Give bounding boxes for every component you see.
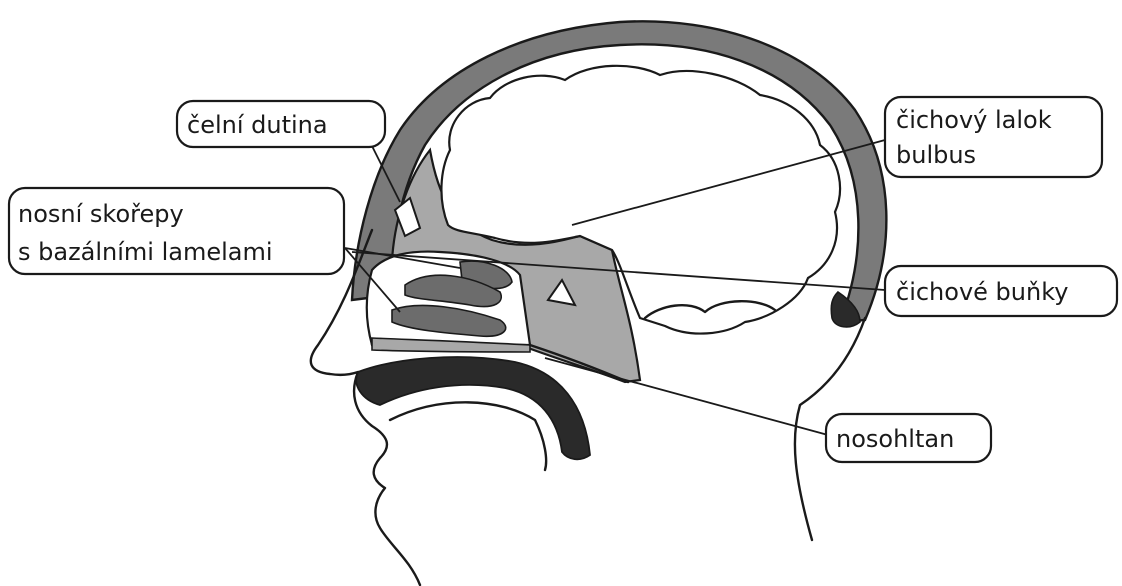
label-nasal-conchae-line1: nosní skořepy xyxy=(18,200,184,228)
label-olfactory-cells: čichové buňky xyxy=(885,266,1117,316)
leader-nasopharynx xyxy=(545,358,828,435)
label-nasopharynx: nosohltan xyxy=(826,414,991,462)
label-frontal-sinus-text: čelní dutina xyxy=(187,111,328,139)
label-olfactory-bulb-line1: čichový lalok xyxy=(896,106,1052,134)
label-olfactory-bulb-line2: bulbus xyxy=(896,141,976,169)
label-nasal-conchae: nosní skořepy s bazálními lamelami xyxy=(9,188,344,274)
label-frontal-sinus: čelní dutina xyxy=(177,101,385,147)
oral-cavity-line xyxy=(390,402,546,470)
label-olfactory-bulb: čichový lalok bulbus xyxy=(885,97,1102,177)
label-nasal-conchae-line2: s bazálními lamelami xyxy=(18,238,273,266)
label-olfactory-cells-text: čichové buňky xyxy=(896,278,1068,306)
palate-tongue xyxy=(356,357,590,459)
label-nasopharynx-text: nosohltan xyxy=(836,425,954,453)
